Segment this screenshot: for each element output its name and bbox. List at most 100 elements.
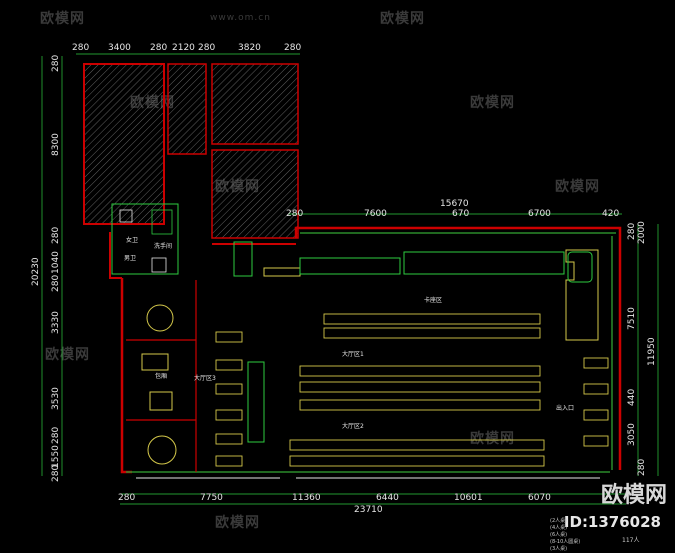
legend-item: (6人桌) (550, 532, 568, 538)
toilet-fixture (151, 257, 167, 273)
dim-label: 6440 (376, 493, 399, 503)
round-table (147, 435, 177, 465)
dim-label: 3820 (238, 43, 261, 53)
watermark-text: 欧模网 (380, 11, 425, 27)
label-entrance: 出入口 (556, 404, 574, 412)
dim-label: 6070 (528, 493, 551, 503)
dim-label: 7600 (364, 209, 387, 219)
hatched-area (83, 63, 165, 225)
toilet-block (111, 203, 179, 275)
brand-logo: 欧模网 (601, 484, 667, 508)
watermark: 欧模网 (45, 344, 90, 364)
dim-label: 20230 (31, 257, 41, 286)
toilet-fixture (151, 209, 173, 235)
table-group (215, 331, 243, 467)
dim-label: 280 (118, 493, 135, 503)
watermark: 欧模网 (40, 8, 85, 28)
legend-item: (8-10人圆桌) (550, 539, 581, 545)
dim-label: 280 (51, 275, 61, 292)
watermark: 欧模网 (470, 428, 515, 448)
dim-label: 10601 (454, 493, 483, 503)
bar-counter (565, 249, 599, 341)
dim-label: 11950 (647, 337, 657, 366)
dim-label: 3050 (627, 423, 637, 446)
toilet-fixture (119, 209, 133, 223)
dim-label: 420 (602, 209, 619, 219)
dim-label: 670 (452, 209, 469, 219)
dim-label: 3400 (108, 43, 131, 53)
brand-logo-text: 欧模网 (600, 483, 667, 508)
dim-label: 280 (51, 427, 61, 444)
dim-label: 23710 (354, 505, 383, 515)
legend-item: (4人桌) (550, 525, 568, 531)
seat-legend: (2人桌) (4人桌) (6人桌) (8-10人圆桌) (3人桌) (550, 518, 580, 553)
dim-label: 3330 (51, 311, 61, 334)
dim-label: 280 (51, 227, 61, 244)
watermark: 欧模网 (555, 176, 600, 196)
watermark-text: 欧模网 (470, 431, 515, 447)
dim-label: 280 (72, 43, 89, 53)
label-hall3: 大厅区3 (194, 374, 216, 382)
table-group (583, 357, 609, 447)
table-group (289, 439, 545, 467)
counter (263, 267, 301, 277)
dim-label: 280 (284, 43, 301, 53)
dim-label: 280 (627, 223, 637, 240)
counter (299, 257, 401, 275)
right-dims: 280 2000 7510 440 3050 280 11950 (627, 221, 657, 476)
dim-label: 280 (637, 459, 647, 476)
hatched-area (211, 63, 299, 145)
counter (233, 241, 253, 277)
watermark-text: 欧模网 (215, 515, 260, 531)
watermark-text: 欧模网 (555, 179, 600, 195)
legend-item: (3人桌) (550, 546, 568, 552)
label-booth: 卡座区 (424, 296, 442, 304)
dim-label: 280 (150, 43, 167, 53)
dim-label: 2120 (172, 43, 195, 53)
left-dims: 280 8300 280 1040 280 3330 3530 280 1550… (31, 55, 61, 482)
hatched-area (211, 149, 299, 239)
booth-table (149, 391, 173, 411)
hatched-area (167, 63, 207, 155)
dim-label: 280 (286, 209, 303, 219)
dim-label: 1040 (51, 251, 61, 274)
dim-label: 1550 (51, 445, 61, 468)
dim-label: 8300 (51, 133, 61, 156)
table-group (323, 313, 541, 339)
watermark: 欧模网 (380, 8, 425, 28)
outer-wall (109, 232, 122, 279)
watermark-url: www.om.cn (210, 13, 271, 23)
dim-label: 280 (198, 43, 215, 53)
dim-label: 3530 (51, 387, 61, 410)
dim-label: 15670 (440, 199, 469, 209)
dimension-lines (41, 53, 659, 505)
dim-label: 11360 (292, 493, 321, 503)
round-table (146, 304, 174, 332)
watermark-text: 欧模网 (470, 95, 515, 111)
outer-wall (294, 226, 622, 470)
watermark: 欧模网 (215, 512, 260, 532)
dim-label: 280 (51, 55, 61, 72)
total-seats: 117人 (622, 537, 640, 544)
label-female: 女卫 (126, 236, 138, 244)
booth-table (141, 353, 169, 371)
label-hall2: 大厅区2 (342, 422, 364, 430)
table-group (299, 365, 541, 411)
outer-wall (120, 278, 132, 474)
dim-label: 280 (51, 465, 61, 482)
brand-id: ID:1376028 (563, 513, 661, 531)
counter (403, 251, 565, 275)
bar-counter (567, 251, 593, 283)
dim-label: 2000 (637, 221, 647, 244)
dim-label: 7750 (200, 493, 223, 503)
dim-label: 440 (627, 389, 637, 406)
watermark: www.om.cn (210, 8, 271, 24)
label-male: 男卫 (124, 255, 136, 262)
label-private: 包厢 (155, 372, 167, 380)
watermark: 欧模网 (470, 92, 515, 112)
dim-label: 7510 (627, 307, 637, 330)
watermark-text: 欧模网 (45, 347, 90, 363)
dim-label: 6700 (528, 209, 551, 219)
legend-item: (2人桌) (550, 518, 568, 524)
